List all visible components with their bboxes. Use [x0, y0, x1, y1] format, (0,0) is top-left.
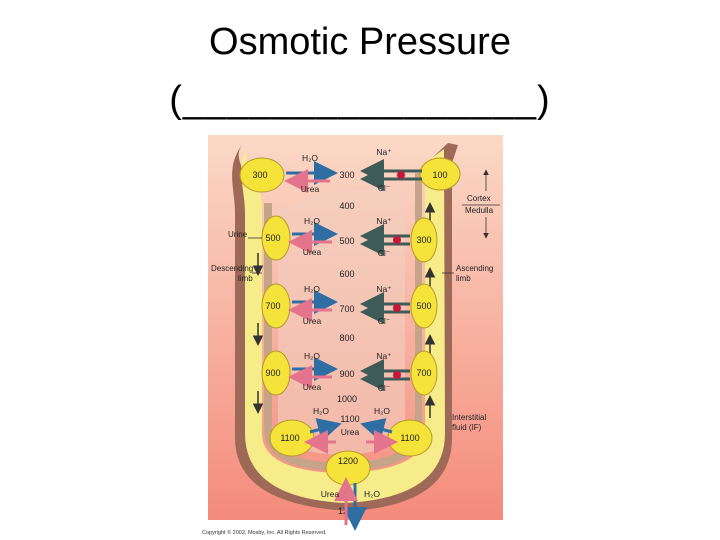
h2o-label: H₂O: [304, 216, 320, 226]
cl-label: Cl⁻: [378, 183, 391, 193]
urine-label: Urine: [228, 230, 248, 239]
asc-cell-3: 500: [416, 301, 431, 311]
h2o-label: H₂O: [374, 406, 390, 416]
desc-cell-3: 700: [265, 301, 280, 311]
desc-cell-1: 300: [252, 170, 267, 180]
if-value: 1100: [340, 414, 359, 424]
h2o-label: H₂O: [302, 153, 318, 163]
sodium-chloride-arrows: [360, 159, 422, 391]
h2o-label: H₂O: [364, 489, 380, 499]
na-label: Na⁺: [376, 216, 392, 226]
if-value: 1000: [337, 394, 357, 404]
countercurrent-diagram: 300 500 700 900 1100 1200 100 300 500 70…: [202, 135, 503, 536]
h2o-label: H₂O: [304, 284, 320, 294]
cl-label: Cl⁻: [378, 383, 391, 393]
asc-cell-4: 700: [416, 368, 431, 378]
urea-label: Urea: [341, 427, 360, 437]
ascending-limb-label: limb: [456, 274, 471, 283]
ascending-limb-label: Ascending: [456, 264, 493, 273]
na-label: Na⁺: [376, 351, 392, 361]
if-value: 600: [339, 269, 354, 279]
cl-label: Cl⁻: [378, 248, 391, 258]
descending-limb-label: Descending: [211, 264, 253, 273]
desc-cell-5: 1100: [280, 433, 299, 443]
slide-subtitle-blank: (________________): [169, 79, 551, 121]
slide-title: Osmotic Pressure: [209, 21, 511, 63]
na-label: Na⁺: [376, 284, 392, 294]
descending-cells: [239, 157, 461, 486]
urea-label: Urea: [301, 184, 320, 194]
h2o-label: H₂O: [304, 351, 320, 361]
cl-label: Cl⁻: [378, 316, 391, 326]
urea-label: Urea: [303, 247, 322, 257]
h2o-label: H₂O: [313, 406, 329, 416]
interstitial-label: Interstitial: [452, 413, 486, 422]
na-label: Na⁺: [376, 147, 392, 157]
urea-label: Urea: [303, 316, 322, 326]
cortex-label: Cortex: [467, 194, 491, 203]
urea-arrows: [284, 169, 398, 525]
urea-label: Urea: [321, 489, 340, 499]
desc-cell-2: 500: [265, 233, 280, 243]
medulla-label: Medulla: [465, 206, 494, 215]
if-value: 500: [339, 236, 354, 246]
tubule-lumen: [241, 148, 445, 503]
if-value: 900: [339, 369, 354, 379]
desc-cell-4: 900: [265, 368, 280, 378]
if-value: 800: [339, 333, 354, 343]
descending-limb-label: limb: [238, 274, 253, 283]
interstitial-label: fluid (IF): [452, 423, 482, 432]
if-value: 700: [339, 304, 354, 314]
urea-label: Urea: [303, 382, 322, 392]
asc-cell-5: 1100: [400, 433, 419, 443]
asc-cell-1: 100: [432, 170, 447, 180]
copyright-text: Copyright © 2002, Mosby, Inc. All Rights…: [202, 529, 327, 536]
if-value: 400: [339, 201, 354, 211]
bottom-cell: 1200: [338, 456, 358, 466]
if-value: 300: [339, 170, 354, 180]
asc-cell-2: 300: [416, 235, 431, 245]
